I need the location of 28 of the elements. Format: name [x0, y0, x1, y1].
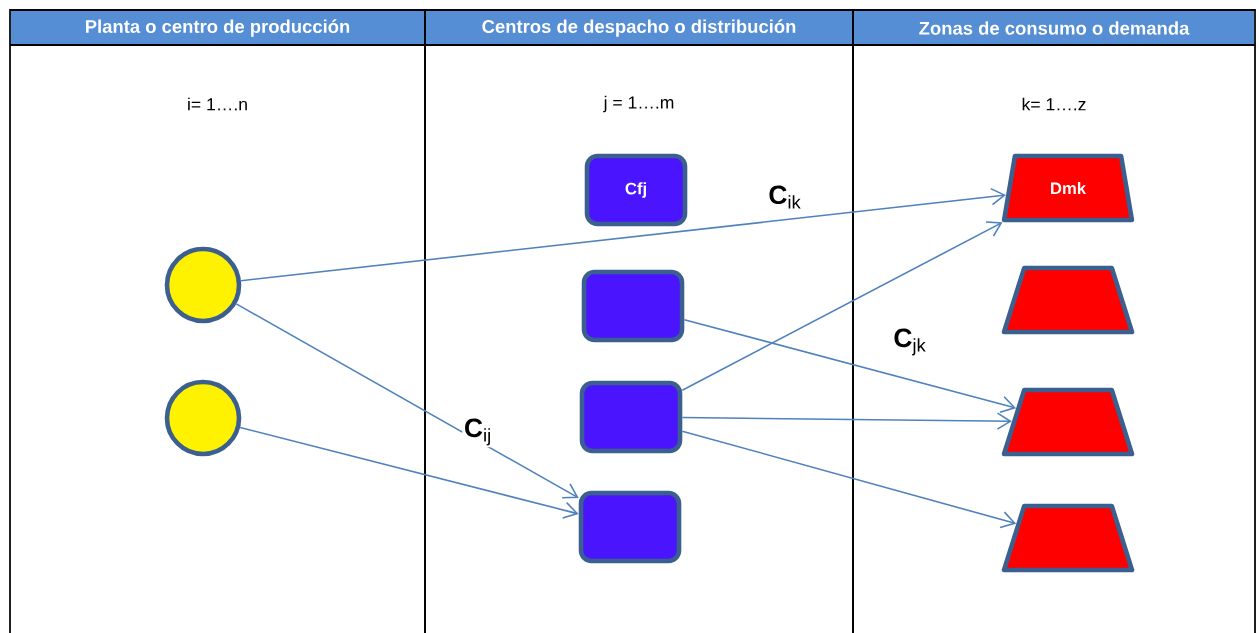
trapezoid-node — [1001, 387, 1135, 457]
arrow — [240, 187, 1007, 282]
arrow — [235, 303, 579, 499]
rounded-box — [578, 490, 682, 564]
column-header: Planta o centro de producción — [11, 11, 424, 45]
index-label: j = 1….m — [603, 95, 674, 113]
edge-label: C$_{ik}$ — [766, 183, 804, 211]
rounded-box — [579, 380, 683, 454]
rounded-box: Cfj — [584, 153, 688, 227]
trapezoid-node: Dmk — [1001, 153, 1135, 223]
circle-node — [164, 246, 242, 324]
index-label: k= 1….z — [1022, 97, 1086, 111]
arrow — [681, 221, 1003, 391]
arrow — [683, 318, 1017, 413]
rounded-box — [581, 269, 685, 343]
column-header: Centros de despacho o distribución — [426, 11, 852, 45]
column-panel — [9, 9, 426, 633]
arrow — [239, 426, 579, 519]
circle-node — [164, 379, 242, 457]
arrow — [681, 412, 1012, 430]
edge-label: C$_{jk}$ — [891, 326, 929, 358]
edge-label: C$_{ij}$ — [462, 416, 494, 448]
column-panel — [852, 9, 1256, 633]
column-header: Zonas de consumo o demanda — [854, 11, 1254, 45]
trapezoid-node — [1001, 503, 1135, 573]
trapezoid-node — [1001, 265, 1135, 335]
index-label: i= 1….n — [188, 97, 247, 111]
arrow — [681, 430, 1017, 529]
